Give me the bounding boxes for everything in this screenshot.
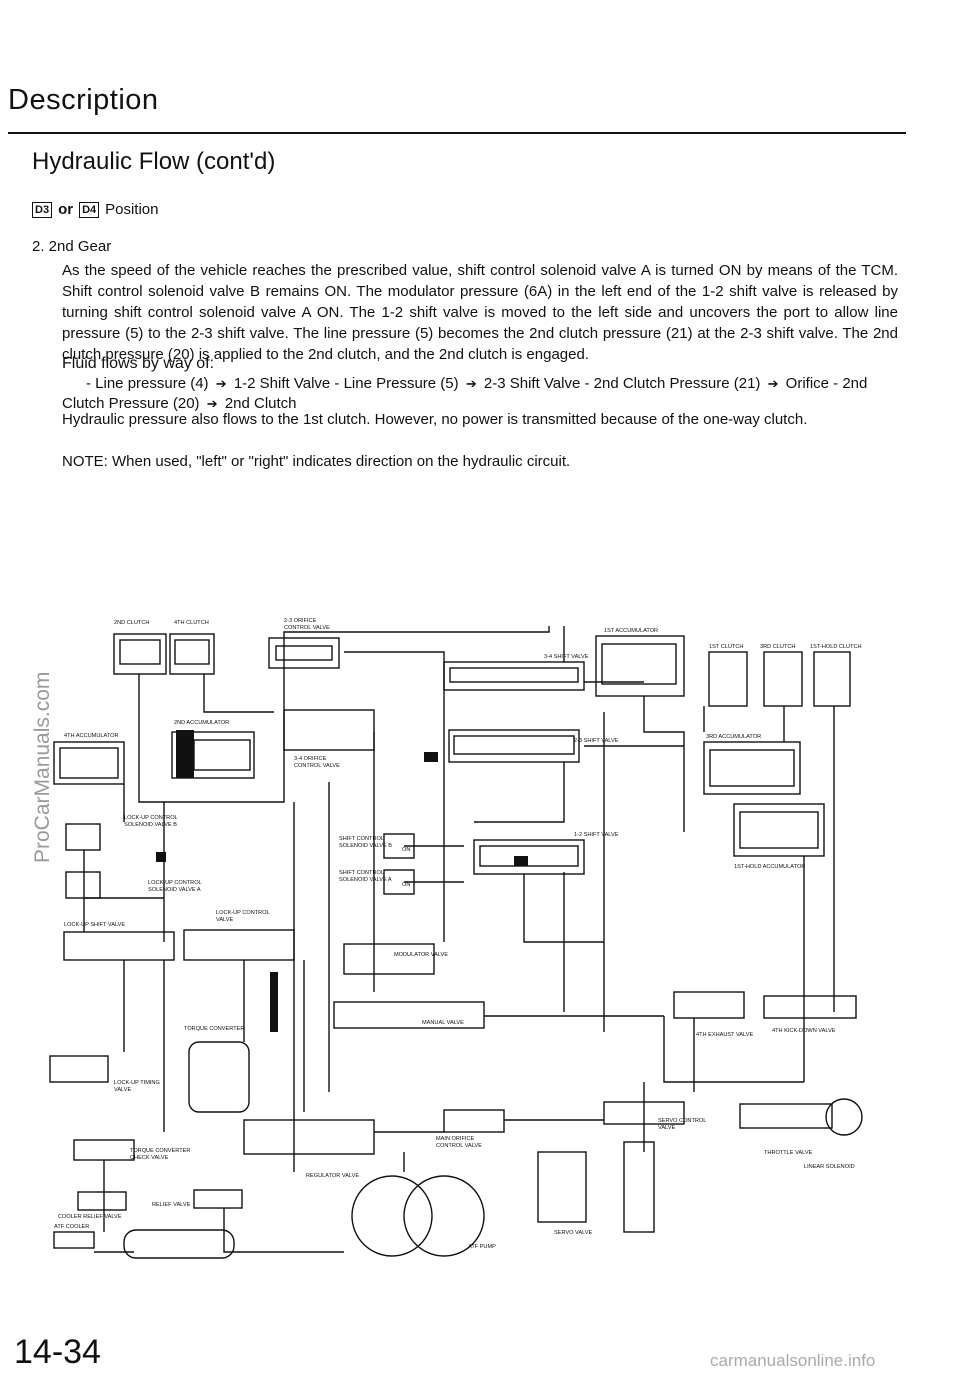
position-label: Position	[105, 201, 159, 218]
label-lockup-b: LOCK-UP CONTROL	[124, 815, 178, 821]
label-lockup-a2: SOLENOID VALVE A	[148, 887, 201, 893]
label-torque-converter: TORQUE CONVERTER	[184, 1026, 244, 1032]
label-3rd-accumulator: 3RD ACCUMULATOR	[706, 734, 761, 740]
label-1st-hold-clutch: 1ST-HOLD CLUTCH	[810, 644, 862, 650]
flow-line-2: Clutch Pressure (20) ➔ 2nd Clutch	[62, 395, 297, 412]
gear-position-line: D3 or D4 Position	[32, 201, 159, 218]
label-throttle: THROTTLE VALVE	[764, 1150, 813, 1156]
description-paragraph: As the speed of the vehicle reaches the …	[62, 262, 898, 363]
label-3-4-orifice-b: CONTROL VALVE	[294, 763, 340, 769]
label-lockup-timing: LOCK-UP TIMING	[114, 1080, 160, 1086]
label-1st-accumulator: 1ST ACCUMULATOR	[604, 628, 658, 634]
label-2-3-shift-valve: 2-3 SHIFT VALVE	[574, 738, 619, 744]
flow-step: Clutch Pressure (20)	[62, 395, 200, 412]
flow-line-1: - Line pressure (4) ➔ 1-2 Shift Valve - …	[86, 375, 867, 392]
label-tc-check2: CHECK VALVE	[130, 1155, 169, 1161]
label-lockup-ctrl: LOCK-UP CONTROL	[216, 910, 270, 916]
label-on-a: ON	[402, 882, 410, 888]
label-1st-hold-accumulator: 1ST-HOLD ACCUMULATOR	[734, 864, 805, 870]
hydraulic-circuit-diagram: 2ND CLUTCH 4TH CLUTCH 2-3 ORIFICE CONTRO…	[49, 618, 863, 1259]
gear-or-label: or	[58, 201, 74, 218]
note-text: NOTE: When used, "left" or "right" indic…	[62, 453, 571, 470]
label-scsv-b2: SOLENOID VALVE B	[339, 843, 392, 849]
footer-site: carmanualsonline.info	[710, 1351, 876, 1370]
label-4th-kickdown: 4TH KICK-DOWN VALVE	[772, 1028, 836, 1034]
label-scsv-a2: SOLENOID VALVE A	[339, 877, 392, 883]
label-scsv-b: SHIFT CONTROL	[339, 836, 384, 842]
label-relief: RELIEF VALVE	[152, 1202, 191, 1208]
arrow-icon: ➔	[215, 376, 227, 391]
flow-step: 2nd Clutch	[224, 395, 297, 412]
label-modulator: MODULATOR VALVE	[394, 952, 448, 958]
watermark: ProCarManuals.com	[31, 672, 54, 863]
label-on-b: ON	[402, 847, 410, 853]
page-number: 14-34	[14, 1333, 101, 1371]
label-lockup-timing2: VALVE	[114, 1087, 131, 1093]
label-1st-clutch: 1ST CLUTCH	[709, 644, 743, 650]
gear-d3-badge: D3	[32, 201, 53, 218]
fluid-flows-title: Fluid flows by way of:	[62, 355, 215, 372]
label-1-2-shift-valve: 1-2 SHIFT VALVE	[574, 832, 619, 838]
section-subtitle: Hydraulic Flow (cont'd)	[32, 148, 276, 175]
label-main-orifice2: CONTROL VALVE	[436, 1143, 482, 1149]
label-servo-control2: VALVE	[658, 1125, 675, 1131]
label-regulator: REGULATOR VALVE	[306, 1173, 359, 1179]
label-lockup-b2: SOLENOID VALVE B	[124, 822, 177, 828]
step-heading: 2. 2nd Gear	[32, 238, 112, 255]
label-3rd-clutch: 3RD CLUTCH	[760, 644, 795, 650]
label-4th-accumulator: 4TH ACCUMULATOR	[64, 733, 119, 739]
label-3-4-orifice: 3-4 ORIFICE	[294, 756, 327, 762]
label-4th-clutch: 4TH CLUTCH	[174, 620, 209, 626]
label-servo-valve: SERVO VALVE	[554, 1230, 593, 1236]
label-atf-cooler: ATF COOLER	[54, 1224, 89, 1230]
flow-step: 2-3 Shift Valve - 2nd Clutch Pressure (2…	[483, 375, 761, 392]
page-title: Description	[8, 84, 159, 116]
label-linear-solenoid: LINEAR SOLENOID	[804, 1164, 855, 1170]
watermark-text: ProCarManuals.com	[31, 672, 54, 863]
flow-step: - Line pressure (4)	[86, 375, 209, 392]
flow-step: Orifice - 2nd	[785, 375, 868, 392]
label-main-orifice: MAIN ORIFICE	[436, 1136, 474, 1142]
label-3-4-shift-valve: 3-4 SHIFT VALVE	[544, 654, 589, 660]
label-atf-pump: ATF PUMP	[468, 1244, 496, 1250]
label-scsv-a: SHIFT CONTROL	[339, 870, 384, 876]
label-lockup-shift: LOCK-UP SHIFT VALVE	[64, 922, 125, 928]
label-2nd-clutch: 2ND CLUTCH	[114, 620, 149, 626]
label-tc-check: TORQUE CONVERTER	[130, 1148, 190, 1154]
gear-d4-badge: D4	[79, 201, 100, 218]
title-rule	[8, 132, 906, 134]
flow-step: 1-2 Shift Valve - Line Pressure (5)	[233, 375, 459, 392]
label-servo-control: SERVO CONTROL	[658, 1118, 706, 1124]
secondary-paragraph: Hydraulic pressure also flows to the 1st…	[62, 411, 808, 428]
arrow-icon: ➔	[206, 396, 218, 411]
label-lockup-ctrl2: VALVE	[216, 917, 233, 923]
label-2nd-accumulator: 2ND ACCUMULATOR	[174, 720, 229, 726]
label-2-3-orifice: 2-3 ORIFICE	[284, 618, 317, 624]
label-2-3-orifice-b: CONTROL VALVE	[284, 625, 330, 631]
label-lockup-a: LOCK-UP CONTROL	[148, 880, 202, 886]
arrow-icon: ➔	[767, 376, 779, 391]
label-cooler-relief: COOLER RELIEF VALVE	[58, 1214, 122, 1220]
label-manual: MANUAL VALVE	[422, 1020, 464, 1026]
label-4th-exhaust: 4TH EXHAUST VALVE	[696, 1032, 753, 1038]
arrow-icon: ➔	[465, 376, 477, 391]
